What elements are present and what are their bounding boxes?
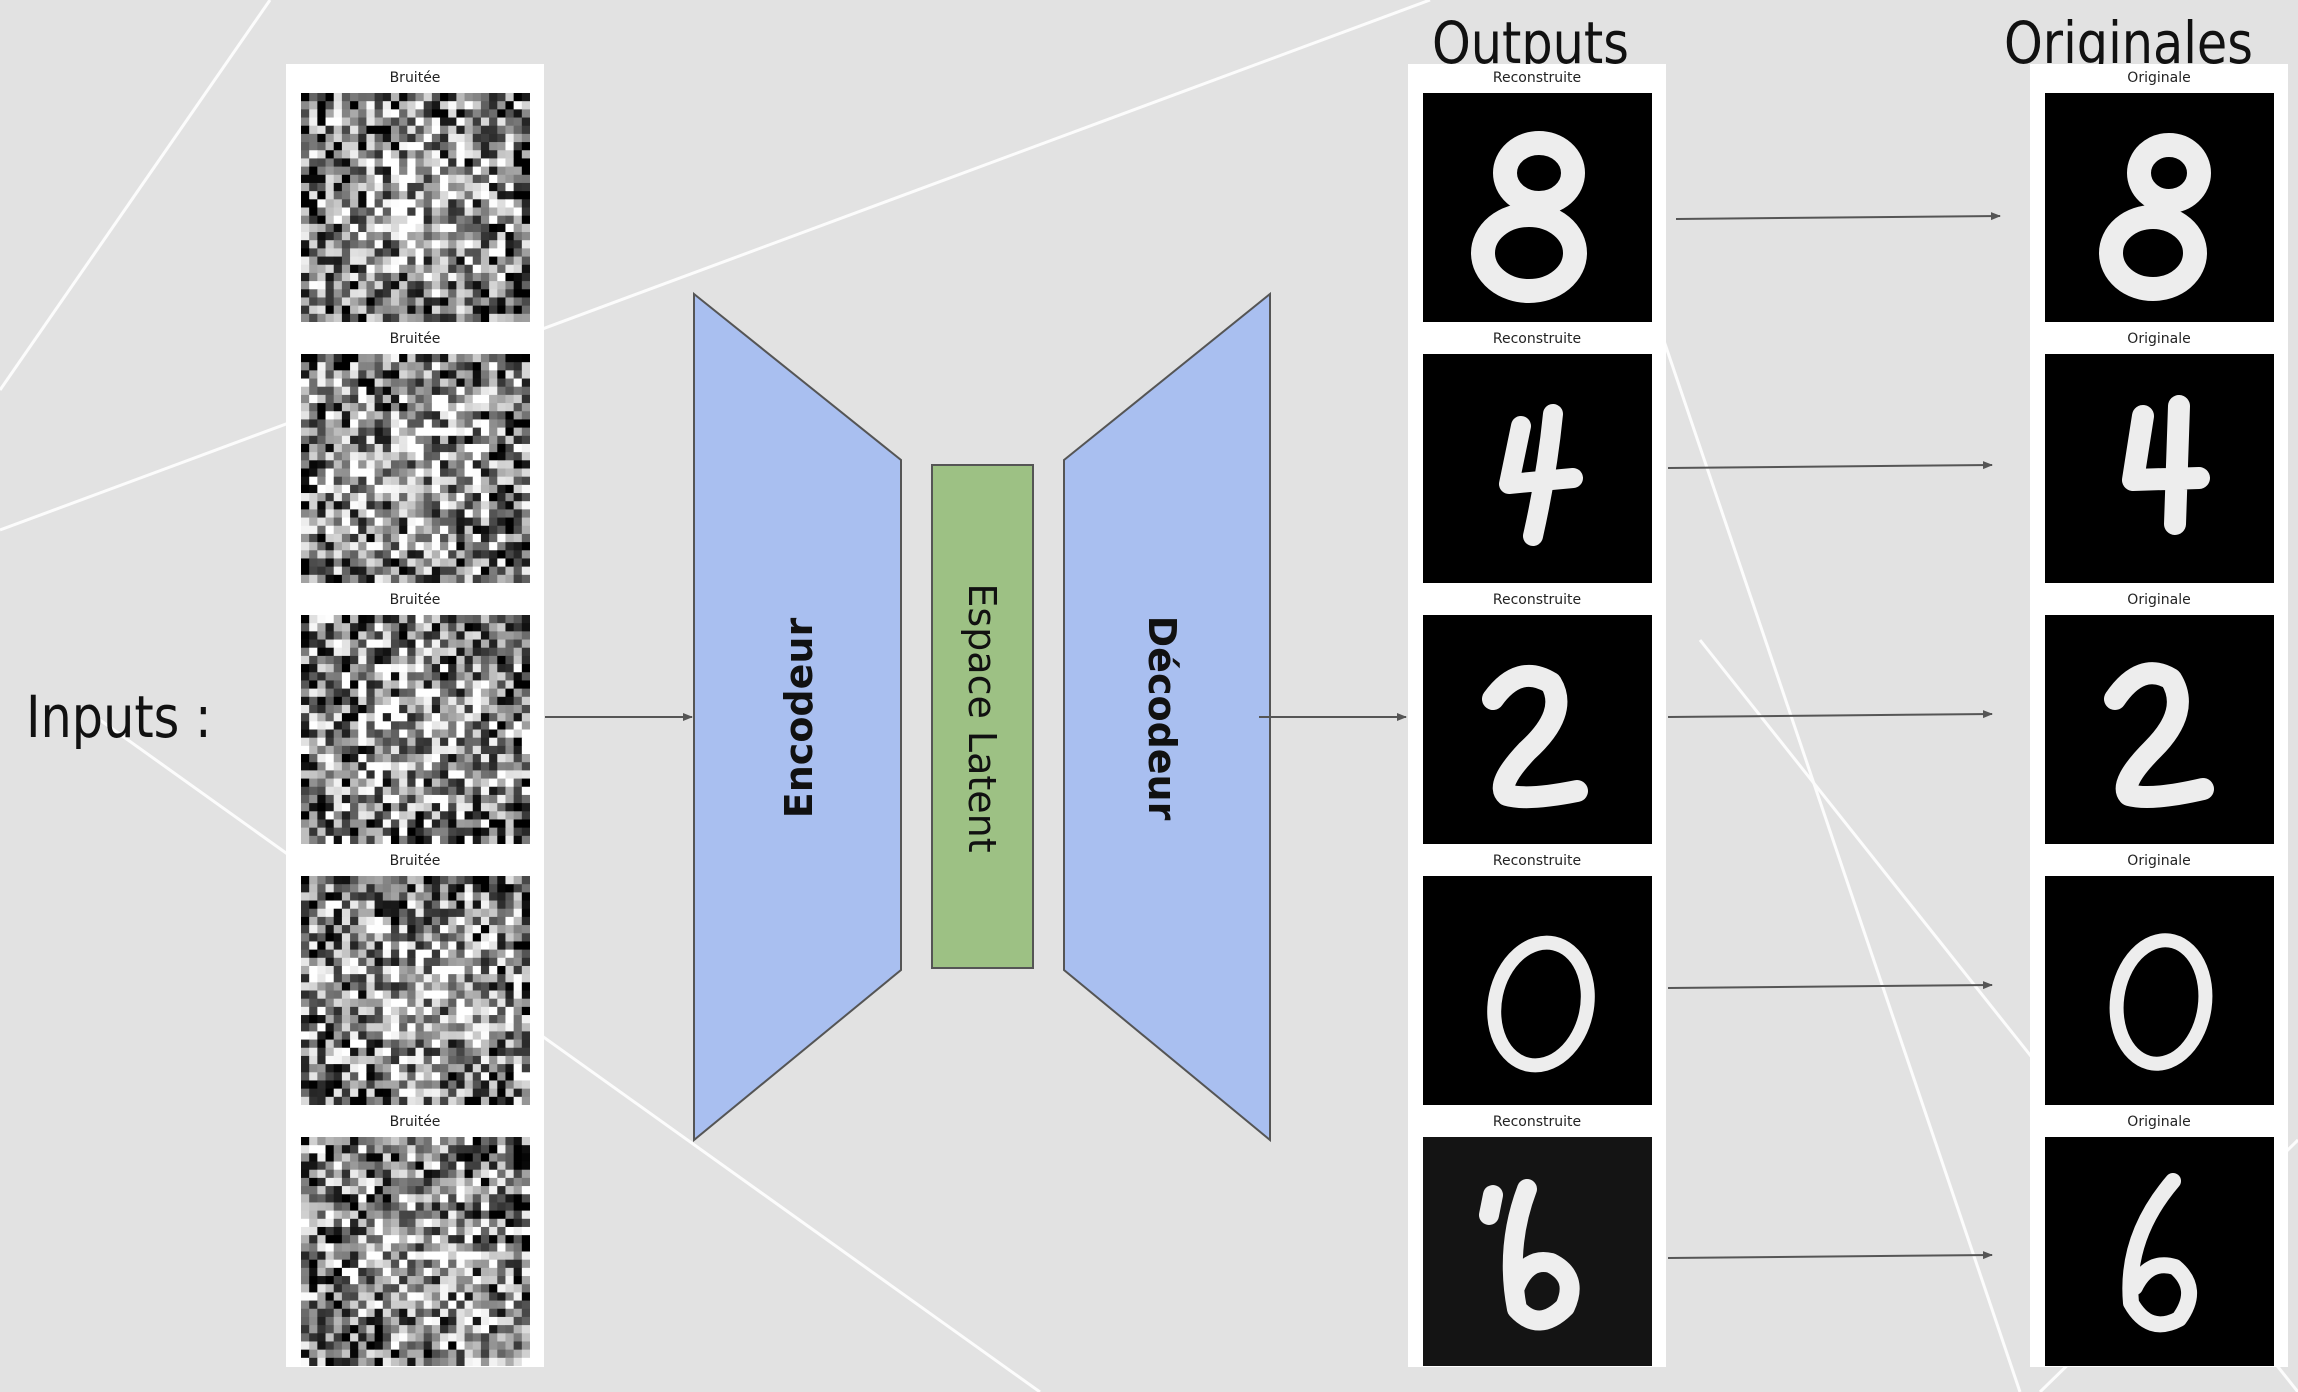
digit-image-8 <box>1423 93 1652 322</box>
panel-title: Originale <box>2127 331 2191 347</box>
digit-image-4 <box>2045 354 2274 583</box>
noisy-image <box>301 615 530 844</box>
panel-title: Originale <box>2127 853 2191 869</box>
panel-title: Bruitée <box>389 70 441 86</box>
panel-title: Reconstruite <box>1492 70 1582 86</box>
panel-title: Reconstruite <box>1492 331 1582 347</box>
digit-image-2 <box>2045 615 2274 844</box>
compare-arrow-3 <box>1667 710 1993 719</box>
panel-title: Bruitée <box>389 1114 441 1130</box>
digit-image-8 <box>2045 93 2274 322</box>
panel-title: Reconstruite <box>1492 1114 1582 1130</box>
latent-space-block <box>931 464 1034 969</box>
compare-arrow-1 <box>1675 212 2001 221</box>
noisy-image <box>301 93 530 322</box>
compare-arrow-4 <box>1667 981 1993 990</box>
compare-arrow-2 <box>1667 461 1993 470</box>
originals-label: Originales <box>2004 9 2253 77</box>
compare-arrow-5 <box>1667 1251 1993 1260</box>
outputs-label: Outputs <box>1432 9 1629 77</box>
digit-image-2 <box>1423 615 1652 844</box>
digit-image-0 <box>2045 876 2274 1105</box>
panel-title: Reconstruite <box>1492 592 1582 608</box>
panel-title: Bruitée <box>389 592 441 608</box>
reconstructed-output-strip: Reconstruite Reconstruite Reconstruite <box>1408 64 1666 1367</box>
digit-image-6 <box>2045 1137 2274 1366</box>
digit-image-0 <box>1423 876 1652 1105</box>
digit-image-6 <box>1423 1137 1652 1366</box>
panel-title: Originale <box>2127 70 2191 86</box>
original-image-strip: Originale Originale Originale Or <box>2030 64 2288 1367</box>
encoder-block <box>693 291 902 1143</box>
panel-title: Bruitée <box>389 853 441 869</box>
noisy-image <box>301 876 530 1105</box>
noisy-image <box>301 1137 530 1366</box>
panel-title: Originale <box>2127 592 2191 608</box>
decoder-label: Décodeur <box>1140 615 1184 821</box>
noisy-image <box>301 354 530 583</box>
panel-title: Bruitée <box>389 331 441 347</box>
inputs-label: Inputs : <box>26 683 212 751</box>
noisy-input-strip: Bruitée Bruitée Bruitée Bruitée Bruitée <box>286 64 544 1367</box>
digit-image-4 <box>1423 354 1652 583</box>
latent-space-label: Espace Latent <box>960 583 1004 853</box>
panel-title: Reconstruite <box>1492 853 1582 869</box>
encoder-label: Encodeur <box>777 617 821 819</box>
decoder-block <box>1063 291 1271 1143</box>
panel-title: Originale <box>2127 1114 2191 1130</box>
